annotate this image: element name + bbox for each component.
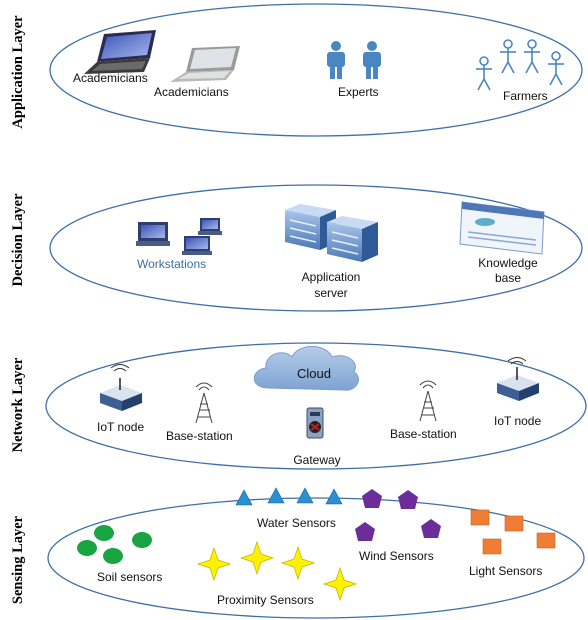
light-sensor-icon: [504, 515, 524, 532]
academicians-label-1: Academicians: [73, 71, 148, 85]
water-sensors-label: Water Sensors: [257, 516, 336, 530]
knowledge-base-label-line1: Knowledge: [478, 256, 538, 270]
sensing-layer-ellipse: [47, 497, 585, 619]
light-sensor-icon: [482, 538, 502, 555]
network-layer-ellipse: [45, 342, 587, 470]
workstation-icon: [182, 236, 212, 255]
laptop-icon: [84, 30, 156, 74]
water-sensor-group: [235, 487, 343, 506]
wind-sensor-icon: [362, 489, 382, 508]
person-icon: [327, 41, 345, 79]
farmers-label: Farmers: [503, 89, 548, 103]
experts-label: Experts: [338, 85, 379, 99]
soil-sensor-icon: [103, 548, 123, 564]
soil-sensor-icon: [132, 532, 152, 548]
proximity-sensor-icon: [196, 546, 232, 582]
wind-sensor-icon: [398, 490, 418, 509]
iot-node-label-left: IoT node: [97, 420, 144, 434]
workstations-label: Workstations: [137, 257, 206, 271]
stick-figure-icon: [524, 39, 540, 74]
stick-figure-icon: [500, 39, 516, 74]
decision-layer-title: Decision Layer: [10, 193, 26, 287]
water-sensor-icon: [267, 487, 285, 504]
radio-tower-icon: [195, 382, 213, 424]
water-sensor-icon: [325, 488, 343, 505]
water-sensor-icon: [296, 487, 314, 504]
knowledge-base-label-line2: base: [495, 271, 521, 285]
person-icon: [363, 41, 381, 79]
router-icon: [497, 357, 539, 401]
water-sensor-icon: [235, 489, 253, 506]
wind-sensor-icon: [355, 522, 375, 541]
workstation-icon: [136, 222, 170, 246]
proximity-sensor-icon: [322, 566, 358, 602]
soil-sensor-group: [77, 525, 152, 564]
decision-layer-ellipse: [49, 184, 583, 312]
wind-sensor-icon: [421, 519, 441, 538]
stick-figure-icon: [476, 56, 492, 91]
soil-sensors-label: Soil sensors: [97, 570, 162, 584]
iot-node-label-right: IoT node: [494, 414, 541, 428]
application-layer-title: Application Layer: [10, 15, 26, 129]
workstation-icon: [198, 218, 222, 235]
proximity-sensor-group: [196, 540, 358, 602]
proximity-sensor-icon: [280, 545, 316, 581]
application-server-label-line1: Application: [302, 270, 361, 284]
soil-sensor-icon: [77, 540, 97, 556]
light-sensors-label: Light Sensors: [469, 564, 542, 578]
proximity-sensors-label: Proximity Sensors: [217, 593, 314, 607]
application-layer-ellipse: [49, 3, 583, 137]
server-icon: [327, 216, 378, 262]
browser-window-icon: [459, 201, 545, 255]
router-icon: [100, 364, 142, 411]
base-station-label-left: Base-station: [166, 429, 233, 443]
laptop-icon: [170, 46, 240, 82]
light-sensor-group: [470, 509, 556, 555]
application-server-label-line2: server: [314, 286, 347, 300]
base-station-label-right: Base-station: [390, 427, 457, 441]
wind-sensors-label: Wind Sensors: [359, 549, 434, 563]
cloud-label: Cloud: [297, 366, 331, 381]
light-sensor-icon: [536, 532, 556, 549]
academicians-label-2: Academicians: [154, 85, 229, 99]
radio-tower-icon: [419, 380, 437, 422]
cloud-icon: [253, 346, 359, 391]
gateway-label: Gateway: [293, 453, 340, 467]
light-sensor-icon: [470, 509, 490, 526]
sensing-layer-title: Sensing Layer: [10, 515, 26, 604]
proximity-sensor-icon: [239, 540, 275, 576]
network-layer-title: Network Layer: [10, 357, 26, 452]
soil-sensor-icon: [94, 525, 114, 541]
wind-sensor-group: [355, 489, 441, 541]
stick-figure-icon: [548, 51, 564, 86]
gateway-icon: [306, 407, 324, 439]
